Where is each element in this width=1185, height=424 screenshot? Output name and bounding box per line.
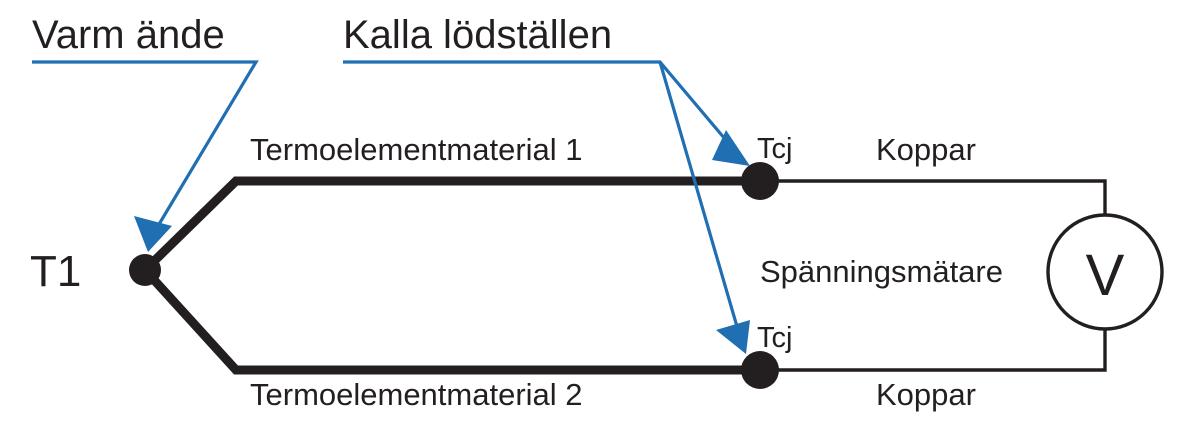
label-copper-bottom: Koppar	[876, 377, 976, 412]
label-voltmeter: Spänningsmätare	[760, 254, 1003, 289]
callout-arrowhead-varm-ande	[134, 216, 172, 252]
copper-wire-top	[760, 179, 1107, 215]
label-copper-top: Koppar	[876, 132, 976, 167]
callout-line-kalla-bottom	[658, 61, 740, 331]
callout-arrowhead-kalla-top	[712, 130, 750, 166]
heading-kalla-lodstallen: Kalla lödställen	[343, 13, 612, 57]
cold-junction-dot-top	[741, 162, 779, 200]
callout-line-varm-ande	[32, 60, 259, 237]
label-material-2: Termoelementmaterial 2	[250, 377, 583, 412]
copper-wire-bottom	[760, 330, 1107, 372]
label-cold-junction-top: Tcj	[757, 133, 792, 165]
label-material-1: Termoelementmaterial 1	[250, 132, 583, 167]
heading-varm-ande: Varm ände	[32, 13, 225, 57]
label-hot-junction-t1: T1	[30, 247, 81, 296]
thermocouple-wire-material-1	[141, 176, 760, 274]
voltmeter-symbol-circle	[1046, 213, 1164, 331]
callout-arrowhead-kalla-bottom	[716, 320, 750, 354]
thermocouple-wire-material-2	[141, 266, 760, 375]
cold-junction-dot-bottom	[741, 351, 779, 389]
label-cold-junction-bottom: Tcj	[757, 322, 792, 354]
voltmeter-symbol-letter: V	[1086, 243, 1125, 308]
hot-junction-dot	[129, 254, 161, 286]
